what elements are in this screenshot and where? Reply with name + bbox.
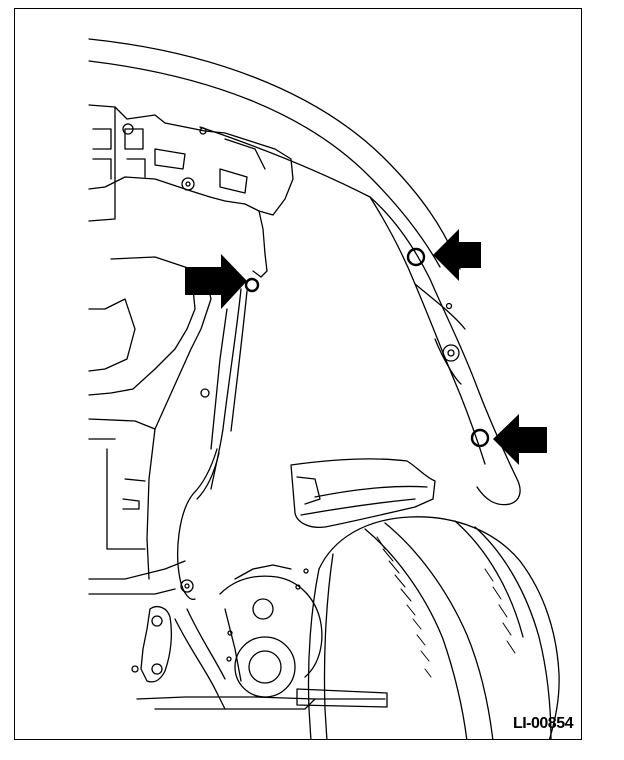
figure-frame: LI-00854 [14, 8, 582, 740]
brake-hub [219, 564, 323, 698]
arrow-clip-left [185, 254, 247, 309]
clip-left [244, 277, 260, 293]
side-support-member [176, 288, 248, 600]
engine-bay-structure [88, 256, 212, 595]
clip-lower-right [470, 428, 490, 448]
arrow-clip-upper-right [433, 229, 481, 281]
mudguard-panel [199, 126, 521, 506]
arrow-clip-lower-right [493, 414, 547, 465]
lower-subframe [131, 606, 388, 710]
bumper-bracket [88, 104, 294, 278]
tire [307, 516, 560, 739]
clip-upper-right [406, 247, 426, 267]
fender-arch [88, 38, 461, 270]
splash-shield [290, 458, 436, 529]
mudguard-illustration [88, 38, 560, 739]
figure-id-label: LI-00854 [512, 715, 574, 732]
